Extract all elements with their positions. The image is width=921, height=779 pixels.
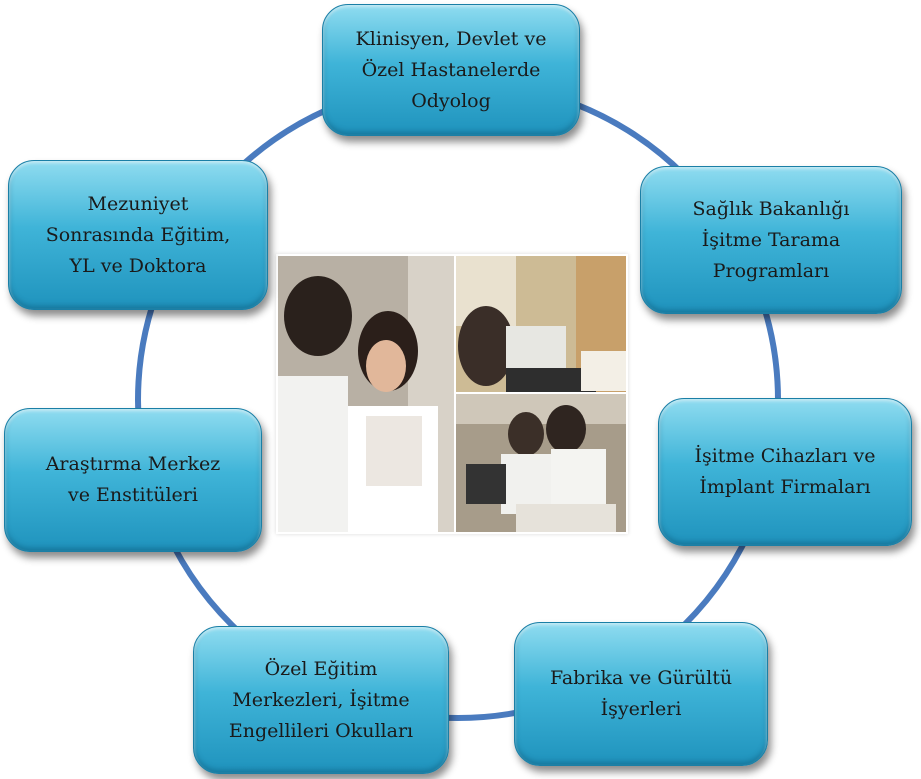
node-clinician-audiologist: Klinisyen, Devlet ve Özel Hastanelerde O… xyxy=(322,4,580,136)
node-label: Özel Eğitim Merkezleri, İşitme Engellile… xyxy=(228,657,414,742)
node-label: Klinisyen, Devlet ve Özel Hastanelerde O… xyxy=(355,27,547,112)
node-label: Fabrika ve Gürültü İşyerleri xyxy=(549,667,733,720)
node-research-institutes: Araştırma Merkez ve Enstitüleri xyxy=(4,408,262,552)
photo-hearing-test xyxy=(456,394,626,532)
node-label: Araştırma Merkez ve Enstitüleri xyxy=(45,453,221,506)
node-postgraduate-education: Mezuniyet Sonrasında Eğitim, YL ve Dokto… xyxy=(8,160,268,310)
node-special-education-schools: Özel Eğitim Merkezleri, İşitme Engellile… xyxy=(193,626,449,774)
node-ministry-screening: Sağlık Bakanlığı İşitme Tarama Programla… xyxy=(640,166,902,314)
node-device-implant-firms: İşitme Cihazları ve İmplant Firmaları xyxy=(658,398,912,546)
node-factory-noise-workplaces: Fabrika ve Gürültü İşyerleri xyxy=(514,622,768,766)
node-label: Mezuniyet Sonrasında Eğitim, YL ve Dokto… xyxy=(45,192,231,277)
node-label: İşitme Cihazları ve İmplant Firmaları xyxy=(694,445,876,498)
center-photo-collage xyxy=(276,254,628,534)
node-label: Sağlık Bakanlığı İşitme Tarama Programla… xyxy=(692,197,850,282)
photo-audiometer-session xyxy=(456,256,626,392)
photo-ear-examination xyxy=(278,256,454,532)
